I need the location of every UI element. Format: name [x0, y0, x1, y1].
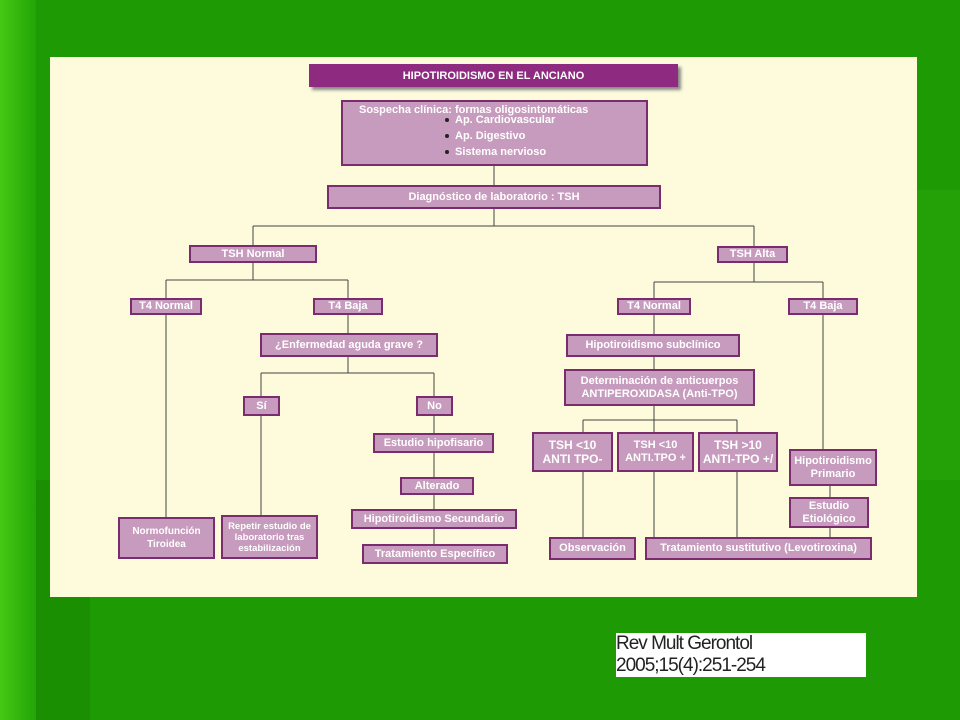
node-tsh-gt10: TSH >10 ANTI-TPO +/ [698, 432, 778, 472]
node-tratamiento-especifico: Tratamiento Específico [362, 544, 508, 564]
green-right-bar [910, 190, 960, 480]
node-tsh-lt10-neg: TSH <10 ANTI TPO- [532, 432, 613, 472]
clinical-list: Ap. Cardiovascular Ap. Digestivo Sistema… [441, 112, 555, 160]
node-tratamiento-sustitutivo: Tratamiento sustitutivo (Levotiroxina) [645, 537, 872, 560]
node-estudio-hipofisario: Estudio hipofisario [373, 433, 494, 453]
node-si: Sí [243, 396, 280, 416]
clinical-suspicion-box: Sospecha clínica: formas oligosintomátic… [341, 100, 648, 166]
clinical-item: Ap. Digestivo [444, 128, 555, 144]
clinical-item: Sistema nervioso [444, 144, 555, 160]
node-anticuerpos: Determinación de anticuerpos ANTIPEROXID… [564, 369, 755, 406]
node-no: No [416, 396, 453, 416]
node-lab-diagnosis: Diagnóstico de laboratorio : TSH [327, 185, 661, 209]
citation-label: Rev Mult Gerontol 2005;15(4):251-254 [616, 633, 866, 677]
node-tsh-lt10-pos: TSH <10 ANTI.TPO + [617, 432, 694, 472]
node-repetir-estudio: Repetir estudio de laboratorio tras esta… [221, 515, 318, 559]
node-acute-illness: ¿Enfermedad aguda grave ? [260, 333, 438, 357]
clinical-heading: Sospecha clínica: formas oligosintomátic… [359, 104, 589, 116]
clinical-item: Ap. Cardiovascular [444, 114, 556, 126]
green-side-bar [0, 0, 36, 720]
node-hipotiroidismo-secundario: Hipotiroidismo Secundario [351, 509, 517, 529]
node-t4-normal-left: T4 Normal [130, 298, 202, 315]
node-hipotiroidismo-subclinico: Hipotiroidismo subclínico [566, 334, 740, 357]
node-tsh-alta: TSH Alta [717, 246, 788, 263]
node-observacion: Observación [549, 537, 636, 560]
node-tsh-normal: TSH Normal [189, 245, 317, 263]
node-t4-baja-right: T4 Baja [788, 298, 858, 315]
node-t4-normal-right: T4 Normal [617, 298, 691, 315]
node-hipotiroidismo-primario: Hipotiroidismo Primario [789, 449, 877, 486]
node-normofuncion: Normofunción Tiroidea [118, 517, 215, 559]
chart-title: HIPOTIROIDISMO EN EL ANCIANO [309, 64, 678, 87]
node-alterado: Alterado [400, 477, 474, 495]
node-t4-baja-left: T4 Baja [313, 298, 383, 315]
node-estudio-etiologico: Estudio Etiológico [789, 497, 869, 528]
